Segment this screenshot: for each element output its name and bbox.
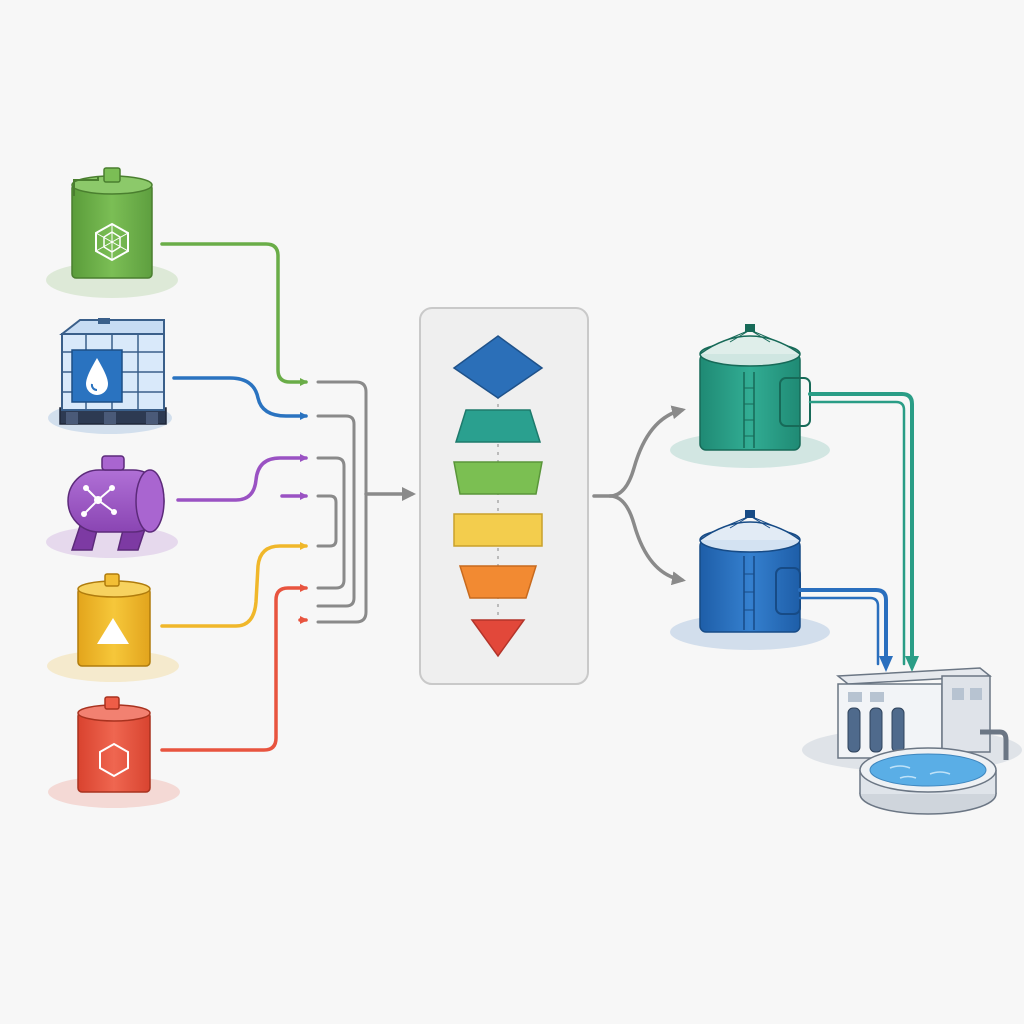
hexagon-symbol-icon: [95, 222, 129, 262]
water-drop-icon: [86, 358, 108, 395]
yellow-drum: [47, 573, 179, 682]
green-cylindrical-tank: [46, 167, 178, 298]
teal-pipe: [808, 392, 919, 672]
purple-flow-line: [176, 454, 308, 502]
diamond-stage: [452, 335, 544, 399]
split-arrows: [592, 405, 686, 586]
red-flow-line: [160, 584, 308, 752]
hexagon-outline-icon: [99, 742, 129, 778]
green-flow-line: [160, 242, 308, 386]
water-pool: [859, 747, 997, 815]
orange-trapezoid-stage: [458, 565, 538, 599]
molecule-icon: [81, 485, 117, 517]
red-triangle-stage: [470, 619, 526, 658]
yellow-flow-line: [160, 542, 308, 628]
teal-storage-tank: [670, 324, 830, 468]
blue-storage-tank: [670, 510, 830, 650]
gray-manifold: [316, 380, 416, 624]
teal-trapezoid-stage: [454, 409, 542, 443]
yellow-rectangle-stage: [453, 513, 543, 547]
green-trapezoid-stage: [453, 461, 543, 495]
process-stack-panel: [419, 307, 589, 685]
red-drum: [48, 696, 180, 808]
triangle-warning-icon: [97, 618, 129, 644]
blue-pipe: [798, 588, 893, 672]
blue-ibc-tote: [48, 318, 172, 434]
blue-flow-line: [172, 376, 308, 420]
purple-horizontal-tank: [46, 455, 178, 558]
treatment-plant: [802, 667, 1022, 815]
input-flow-lines: [160, 242, 308, 752]
output-pipes: [798, 392, 919, 672]
